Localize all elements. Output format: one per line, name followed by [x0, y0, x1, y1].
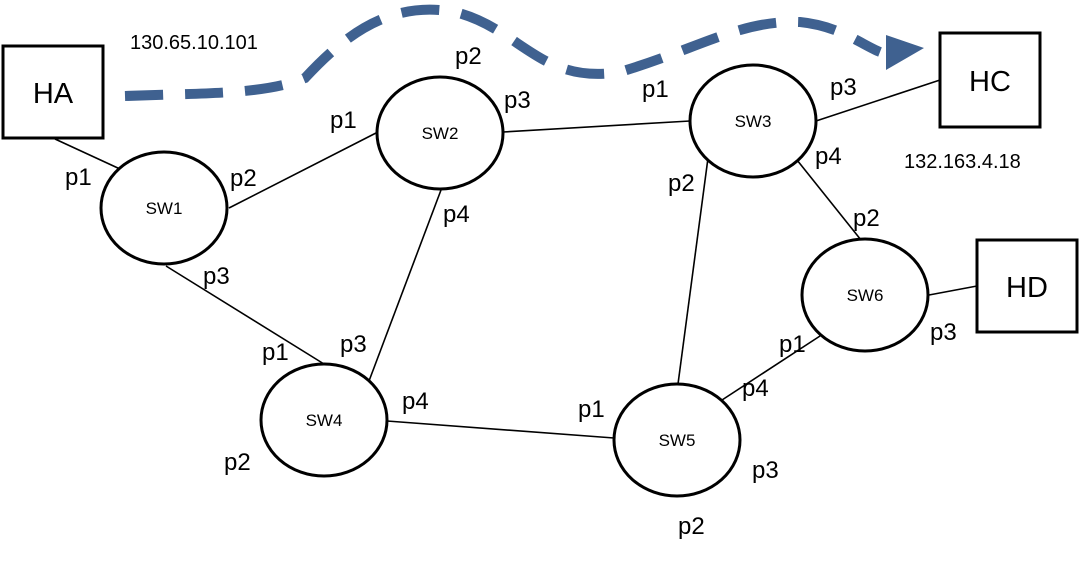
port-sw2-p2: p2	[455, 43, 482, 70]
path-arrow-head	[886, 35, 924, 70]
port-sw1-p3: p3	[203, 263, 230, 290]
switch-sw6-label: SW6	[847, 286, 884, 305]
switch-sw3-node	[688, 63, 818, 179]
link-sw3-hc	[815, 79, 941, 122]
host-hc-box	[938, 31, 1042, 129]
switch-sw3[interactable]: SW3	[688, 63, 818, 179]
switch-sw2[interactable]: SW2	[375, 75, 505, 191]
link-ha-sw1	[54, 138, 121, 170]
port-sw4-p3: p3	[340, 331, 367, 358]
host-ha-label: HA	[33, 78, 74, 110]
link-sw2-sw4	[368, 189, 442, 382]
switch-sw2-node	[375, 75, 505, 191]
links	[54, 79, 978, 439]
host-hc-ip: 132.163.4.18	[904, 151, 1021, 173]
link-sw6-hd	[928, 285, 978, 296]
host-hd-label: HD	[1006, 272, 1048, 304]
link-sw4-sw5	[386, 420, 615, 439]
path-arrow-line	[124, 4, 882, 101]
host-hd-box	[975, 238, 1079, 334]
switch-sw2-label: SW2	[422, 124, 459, 143]
switch-sw5[interactable]: SW5	[612, 382, 742, 498]
port-sw3-p3: p3	[830, 74, 857, 101]
port-sw4-p1: p1	[262, 339, 289, 366]
switch-sw5-node	[612, 382, 742, 498]
port-sw4-p2: p2	[224, 449, 251, 476]
switch-sw4-label: SW4	[306, 411, 343, 430]
host-ha[interactable]: HA	[1, 44, 105, 140]
port-sw4-p4: p4	[402, 388, 429, 415]
port-sw2-p1: p1	[330, 107, 357, 134]
link-sw1-sw4	[165, 265, 325, 365]
port-sw5-p2: p2	[678, 513, 705, 540]
port-sw5-p3: p3	[752, 457, 779, 484]
switch-sw6-node	[800, 237, 930, 353]
host-hd[interactable]: HD	[975, 238, 1079, 334]
link-sw3-sw5	[677, 157, 709, 385]
switch-sw1-label: SW1	[146, 199, 183, 218]
switch-sw4-node	[259, 362, 389, 478]
switch-sw1[interactable]: SW1	[99, 150, 229, 266]
port-sw1-p1: p1	[65, 164, 92, 191]
port-sw3-p2: p2	[668, 170, 695, 197]
switch-sw5-label: SW5	[659, 431, 696, 450]
host-hc-label: HC	[969, 66, 1011, 98]
port-sw6-p1: p1	[779, 331, 806, 358]
host-ha-box	[1, 44, 105, 140]
port-sw2-p3: p3	[504, 87, 531, 114]
port-labels: p1 p2 p3 p1 p2 p3 p4 p1 p2 p3 p4 p1 p2 p…	[65, 43, 957, 540]
host-ha-ip: 130.65.10.101	[130, 32, 258, 54]
port-sw5-p4: p4	[742, 375, 769, 402]
host-hc[interactable]: HC	[938, 31, 1042, 129]
link-sw3-sw6	[796, 159, 862, 241]
port-sw2-p4: p4	[443, 201, 470, 228]
link-sw1-sw2	[228, 132, 377, 209]
port-sw6-p3: p3	[930, 319, 957, 346]
port-sw6-p2: p2	[853, 205, 880, 232]
port-sw1-p2: p2	[230, 165, 257, 192]
link-sw5-sw6	[721, 335, 821, 401]
switch-sw6[interactable]: SW6	[800, 237, 930, 353]
switch-sw3-label: SW3	[735, 112, 772, 131]
switch-sw4[interactable]: SW4	[259, 362, 389, 478]
switch-sw1-node	[99, 150, 229, 266]
port-sw3-p4: p4	[815, 143, 842, 170]
port-sw5-p1: p1	[578, 396, 605, 423]
port-sw3-p1: p1	[642, 76, 669, 103]
path-arrow	[124, 4, 924, 101]
link-sw2-sw3	[502, 120, 691, 133]
